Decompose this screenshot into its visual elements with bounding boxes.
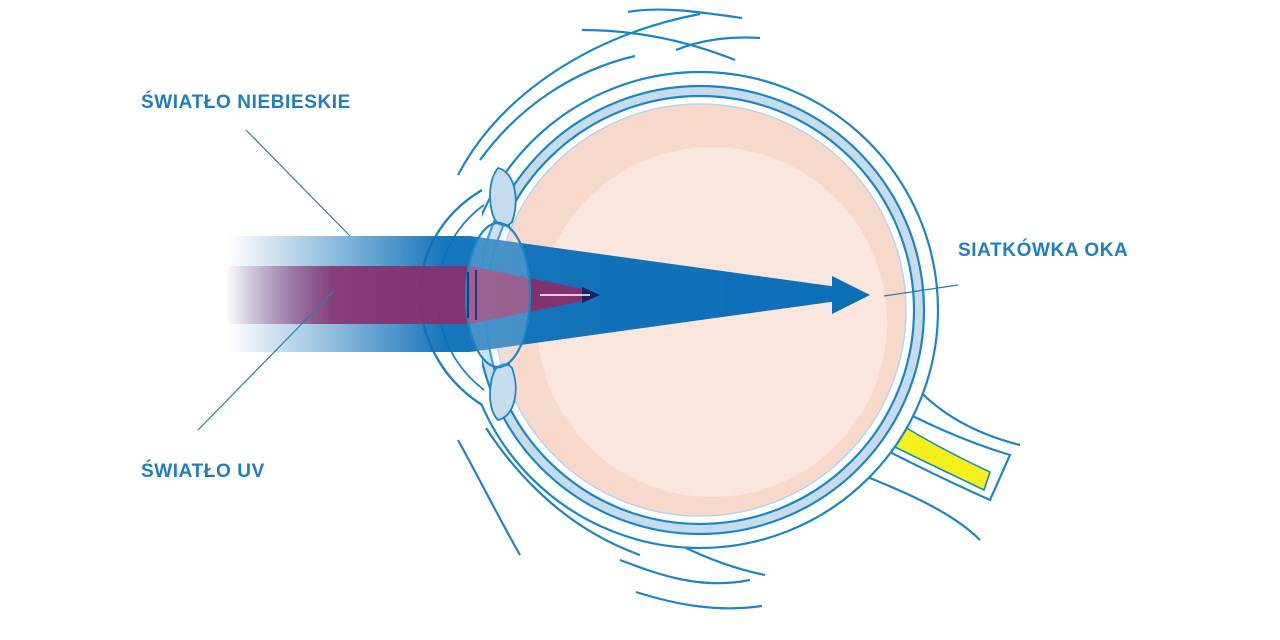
- blue-light-arrowhead: [832, 276, 870, 314]
- upper-ciliary-body: [489, 166, 517, 227]
- lower-lid-fold-2: [679, 544, 766, 577]
- label-retina: SIATKÓWKA OKA: [958, 240, 1129, 261]
- upper-lid-fold-1: [627, 8, 743, 20]
- label-blue-light: ŚWIATŁO NIEBIESKIE: [141, 92, 351, 113]
- lower-lid-inner: [485, 427, 641, 557]
- lower-lid-outer: [457, 439, 521, 556]
- eyelid-lines: [457, 8, 766, 610]
- blue-light-leader-line: [245, 129, 351, 237]
- upper-lid-fold-2: [581, 28, 736, 62]
- upper-lid-inner: [479, 54, 636, 161]
- lens-suspensory-top: [497, 221, 511, 227]
- leader-lines: [197, 129, 959, 431]
- lower-lid-fold-3: [635, 590, 763, 610]
- retina-leader-line: [883, 284, 959, 297]
- upper-lid-fold-3: [675, 36, 761, 52]
- iris-and-ciliary: [489, 166, 517, 421]
- uv-light-leader-line: [197, 291, 334, 431]
- lens: [464, 221, 532, 369]
- label-uv-light: ŚWIATŁO UV: [141, 461, 265, 482]
- lower-lid-fold-1: [619, 558, 751, 585]
- lower-ciliary-body: [489, 363, 517, 421]
- vitreous-body: [537, 147, 887, 497]
- upper-lid-outer: [457, 12, 701, 176]
- lens-suspensory-bottom: [497, 363, 511, 369]
- uv-light-arrowhead: [582, 287, 600, 303]
- eyeball: [460, 70, 940, 550]
